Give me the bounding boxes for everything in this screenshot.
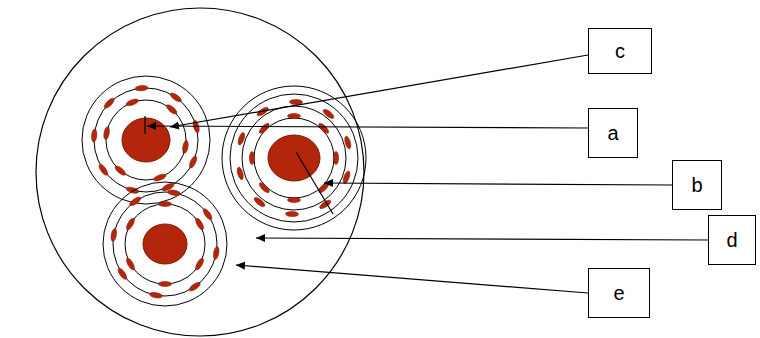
strand-dot: [288, 197, 301, 202]
insulation-ring: [254, 118, 334, 198]
insulation-ring: [113, 192, 217, 296]
strand-dot: [258, 122, 271, 135]
strand-dot: [322, 108, 335, 120]
strand-dot: [103, 126, 110, 140]
strand-dot: [153, 173, 167, 182]
strand-dot: [165, 103, 178, 115]
strand-dot: [285, 211, 298, 217]
strand-dot: [125, 217, 136, 231]
strand-dot: [149, 292, 163, 299]
outer-sheath: [36, 8, 364, 336]
callout-letter: b: [691, 173, 702, 197]
label-box: a: [588, 108, 638, 158]
leader-lines: [145, 55, 708, 293]
strand-dot: [159, 201, 172, 206]
strand-dot: [258, 181, 271, 194]
strand-dot: [126, 186, 140, 194]
strand-dot: [91, 129, 97, 142]
leader-line: [170, 55, 588, 127]
strand-dot: [125, 98, 139, 107]
callout-letter: d: [726, 228, 737, 252]
label-box: e: [588, 268, 650, 318]
conductor-core: [122, 118, 170, 162]
conductor-core: [143, 224, 187, 264]
strand-dot: [202, 207, 214, 221]
strand-dot: [249, 152, 254, 165]
leader-line: [324, 183, 672, 185]
strand-dot: [182, 140, 189, 154]
insulation-ring: [125, 204, 205, 284]
radius-line: [296, 152, 333, 214]
strand-dot: [117, 267, 129, 281]
leader-line: [256, 238, 708, 240]
strand-dot: [236, 166, 245, 180]
radius-tick: [144, 116, 145, 134]
strand-dot: [188, 155, 198, 169]
strand-dot: [114, 164, 127, 176]
strand-dot: [333, 152, 338, 165]
label-box: b: [672, 160, 722, 210]
leader-line: [236, 265, 588, 293]
insulation-ring: [242, 106, 346, 210]
strand-dot: [167, 189, 181, 196]
insulation-ring: [94, 88, 198, 192]
strand-dot: [288, 113, 301, 118]
strand-dot: [135, 85, 148, 91]
strand-dot: [342, 170, 351, 184]
callout-letter: a: [607, 121, 618, 145]
label-box: d: [708, 215, 756, 265]
strand-dot: [253, 196, 266, 208]
strand-dot: [103, 97, 116, 110]
strand-dot: [344, 136, 353, 150]
strand-dot: [188, 281, 202, 293]
strand-dot: [213, 246, 220, 260]
conductor-core: [268, 135, 320, 181]
insulation-ring: [222, 86, 366, 230]
strand-dot: [317, 122, 330, 135]
strand-dot: [110, 228, 117, 242]
callout-letter: e: [613, 281, 624, 305]
insulation-ring: [106, 100, 186, 180]
strand-dot: [194, 257, 205, 271]
leader-line: [147, 126, 588, 128]
strand-dot: [237, 132, 246, 146]
strand-dot: [159, 281, 172, 286]
insulation-ring: [103, 182, 227, 306]
strand-dot: [128, 196, 142, 208]
callout-letter: c: [615, 39, 625, 63]
strand-dot: [194, 217, 205, 231]
strand-dot: [125, 257, 136, 271]
strand-dot: [98, 163, 110, 177]
strand-dot: [169, 92, 183, 104]
label-box: c: [588, 28, 652, 74]
